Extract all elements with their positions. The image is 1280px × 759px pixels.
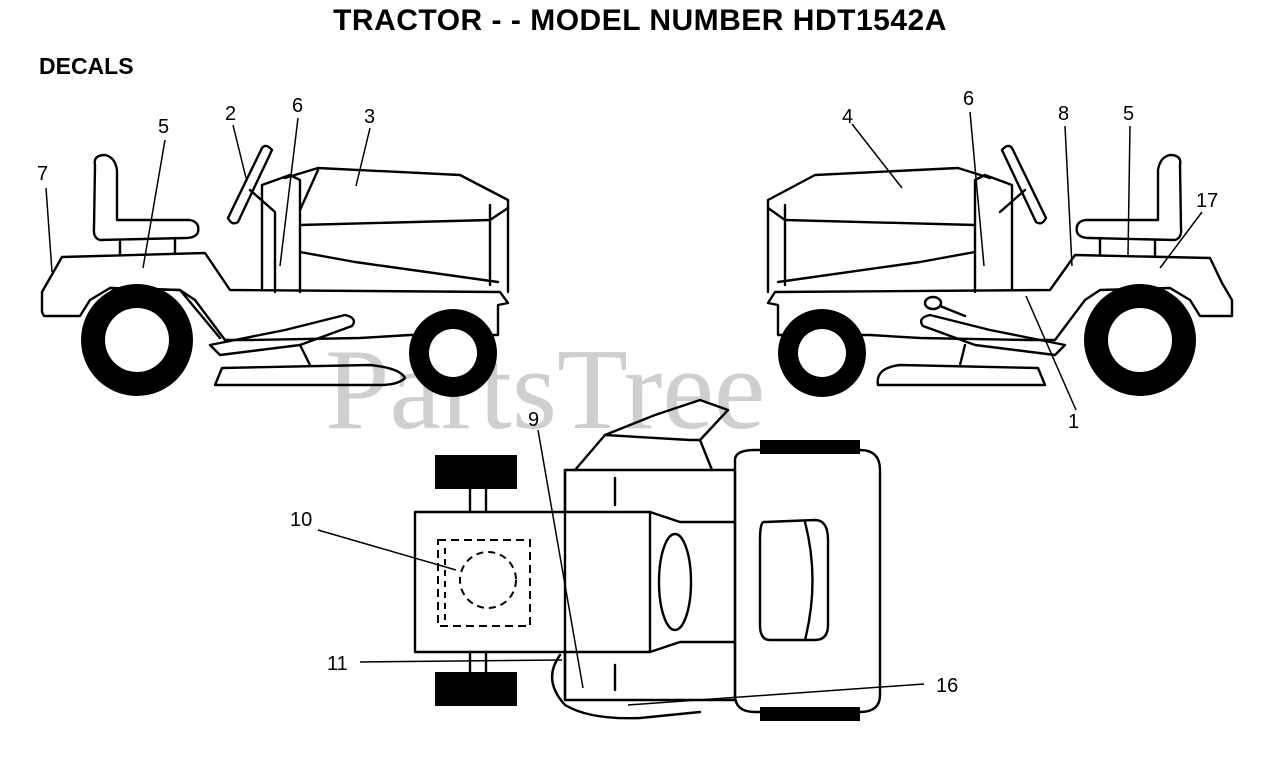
callout-1: 1 (1068, 411, 1079, 433)
callout-2: 2 (225, 103, 236, 125)
section-heading: DECALS (39, 53, 134, 79)
callout-leaders (45, 111, 1203, 706)
callout-9: 9 (528, 409, 539, 431)
callout-5-left: 5 (158, 116, 169, 138)
callout-3: 3 (364, 106, 375, 128)
callout-8: 8 (1058, 103, 1069, 125)
callout-11: 11 (327, 653, 348, 675)
tractor-left-side-view (40, 144, 510, 397)
watermark: PartsTree (325, 326, 765, 454)
tractor-top-view (413, 398, 882, 721)
callout-17: 17 (1196, 190, 1218, 212)
tractor-right-side-view (766, 144, 1234, 397)
callout-4: 4 (842, 106, 853, 128)
callout-16: 16 (936, 675, 958, 697)
callout-6-right: 6 (963, 88, 974, 110)
callout-7: 7 (37, 163, 48, 185)
callout-6-left: 6 (292, 95, 303, 117)
callout-5-right: 5 (1123, 103, 1134, 125)
diagram-title: TRACTOR - - MODEL NUMBER HDT1542A (333, 4, 947, 37)
callout-10: 10 (290, 509, 312, 531)
